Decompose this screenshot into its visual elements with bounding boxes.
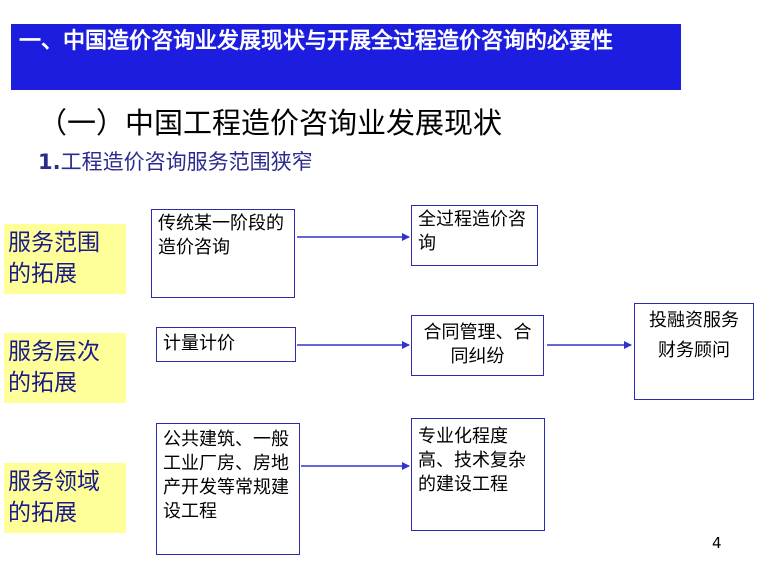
final-box-line2: 财务顾问 <box>658 340 730 361</box>
subheading: 1.工程造价咨询服务范围狭窄 <box>38 146 313 176</box>
box-traditional-stage: 传统某一阶段的造价咨询 <box>151 209 295 298</box>
row-label-scope: 服务范围的拓展 <box>4 224 126 294</box>
section-heading: （一）中国工程造价咨询业发展现状 <box>38 106 503 140</box>
row-label-field: 服务领域的拓展 <box>4 463 126 533</box>
box-measurement-pricing: 计量计价 <box>156 327 296 362</box>
box-investment-financing: 投融资服务 财务顾问 <box>634 303 754 400</box>
title-text: 一、中国造价咨询业发展现状与开展全过程造价咨询的必要性 <box>19 29 614 54</box>
subheading-text: 工程造价咨询服务范围狭窄 <box>60 150 313 174</box>
final-box-line1: 投融资服务 <box>649 310 739 331</box>
row-label-level: 服务层次的拓展 <box>4 333 126 403</box>
title-bar: 一、中国造价咨询业发展现状与开展全过程造价咨询的必要性 <box>11 24 681 90</box>
box-contract-management: 合同管理、合同纠纷 <box>411 315 544 376</box>
box-full-process: 全过程造价咨询 <box>411 205 538 266</box>
page-number: 4 <box>712 534 722 552</box>
subheading-number: 1. <box>38 150 61 174</box>
box-conventional-projects: 公共建筑、一般工业厂房、房地产开发等常规建设工程 <box>156 423 300 555</box>
box-specialized-projects: 专业化程度高、技术复杂的建设工程 <box>411 418 545 531</box>
